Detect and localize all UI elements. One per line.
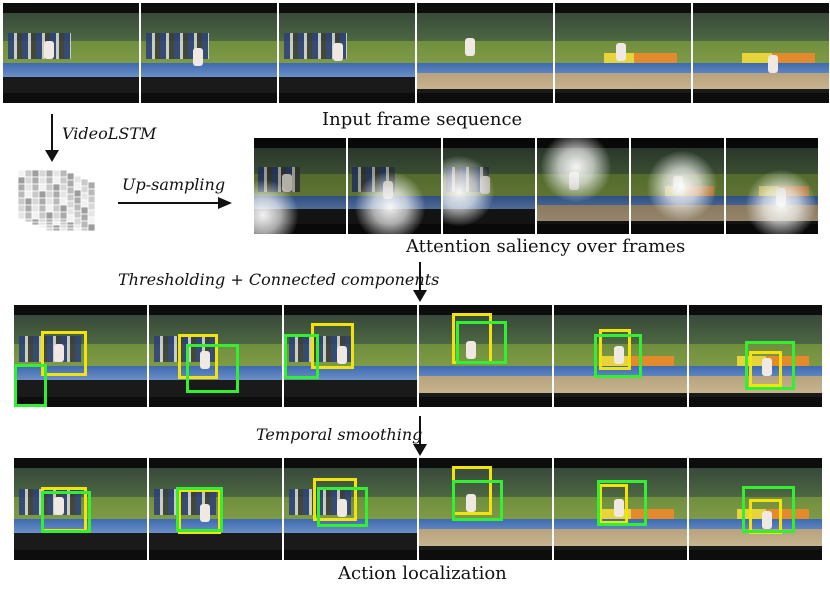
video-frame [279,3,417,103]
video-frame [419,305,554,407]
athlete [762,358,773,377]
attention-box [310,323,355,370]
attention-saliency-caption: Attention saliency over frames [406,236,686,257]
video-frame [442,138,537,234]
video-frame [14,305,149,407]
ground-truth-box [456,321,507,365]
ground-truth-box [40,490,92,534]
video-frame [141,3,279,103]
video-frame [689,305,822,407]
attention-box [313,478,358,522]
upsampling-arrow [118,197,232,209]
ground-truth-box [452,480,503,522]
threshold-frame-strip [14,305,822,407]
video-frame [348,138,443,234]
video-frame [631,138,726,234]
ground-truth-box [14,364,48,407]
athlete [465,340,476,359]
athlete [199,503,210,522]
saliency-spot [746,170,817,234]
video-frame [254,138,349,234]
attention-box [748,350,783,387]
athlete [613,345,624,364]
athlete [192,48,203,66]
ground-truth-box [284,333,319,380]
video-frame [689,458,822,560]
athlete [337,345,348,364]
ground-truth-box [175,486,224,533]
videolstm-label: VideoLSTM [62,124,157,143]
athlete [762,511,773,530]
smoothed-frame-strip [14,458,822,560]
ground-truth-box [186,343,240,393]
video-frame [554,305,689,407]
saliency-spot [540,138,611,202]
videolstm-arrow [45,114,59,162]
video-frame [555,3,693,103]
ground-truth-box [593,333,642,379]
action-localization-caption: Action localization [338,563,507,584]
attention-box [178,488,221,535]
attention-box [599,329,632,371]
video-frame [554,458,689,560]
input-frame-caption: Input frame sequence [322,109,523,130]
thresholding-label: Thresholding + Connected components [118,270,440,289]
video-frame [419,458,554,560]
athlete [53,343,64,362]
ground-truth-box [744,340,796,390]
attention-box [40,330,88,377]
video-frame [149,305,284,407]
video-frame [3,3,141,103]
saliency-spot [354,172,425,234]
video-frame [417,3,555,103]
athlete [616,43,627,61]
athlete [465,493,476,512]
ground-truth-box [317,486,368,528]
upsampling-label: Up-sampling [122,175,226,194]
athlete [199,350,210,369]
attention-box [599,483,629,525]
video-frame [725,138,818,234]
athlete [53,496,64,515]
athlete [464,38,475,56]
temporal-smoothing-arrow [413,416,427,456]
athlete [43,41,54,59]
thresholding-arrow [413,262,427,302]
video-frame [284,458,419,560]
athlete [613,498,624,517]
athlete [767,55,778,73]
temporal-smoothing-label: Temporal smoothing [256,425,423,444]
ground-truth-box [596,480,648,527]
athlete [337,498,348,517]
video-frame [284,305,419,407]
athlete [281,174,292,193]
athlete [333,43,344,61]
video-frame [14,458,149,560]
video-frame [536,138,632,234]
video-frame [693,3,829,103]
attention-box [178,333,219,380]
attention-map-layer [17,169,68,220]
saliency-spot [647,151,718,221]
attention-map-stack-icon [17,169,96,232]
input-frame-strip [3,3,829,103]
video-frame [149,458,284,560]
ground-truth-box [742,485,796,534]
saliency-frame-strip [254,138,818,234]
